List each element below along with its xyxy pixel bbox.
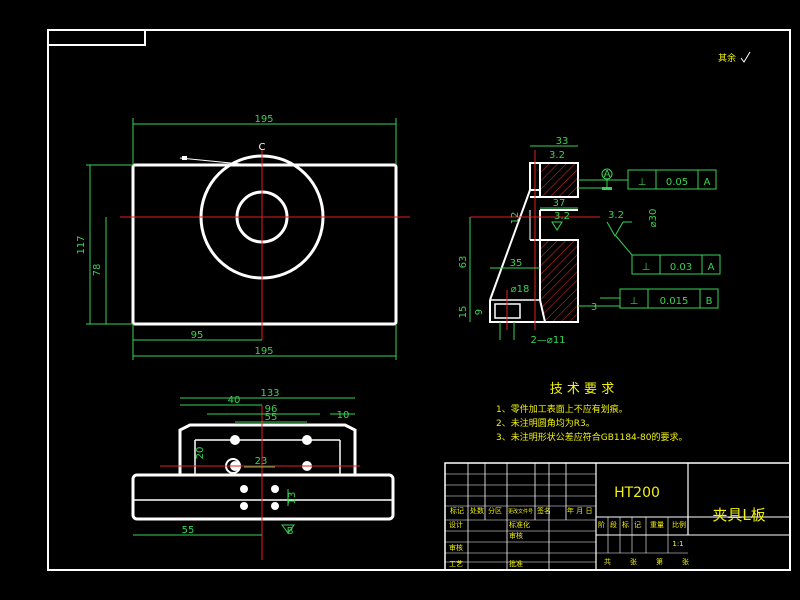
- svg-text:更改文件号: 更改文件号: [508, 508, 533, 515]
- part-name: 夹具L板: [712, 506, 765, 524]
- tolerance-frame-2: ⊥ 0.03 A: [615, 235, 721, 275]
- tech-req-item: 1、零件加工表面上不应有划痕。: [496, 403, 628, 415]
- dim-phi18: ⌀18: [511, 284, 530, 295]
- perpendicularity-icon: ⊥: [638, 177, 647, 188]
- svg-text:标: 标: [622, 520, 629, 529]
- technical-requirements: 技 术 要 求 1、零件加工表面上不应有划痕。 2、未注明圆角均为R3。 3、未…: [496, 382, 687, 443]
- svg-text:0.015: 0.015: [660, 296, 689, 307]
- rough-3-2-c: 3.2: [608, 210, 624, 221]
- drawing-border: [47, 29, 791, 571]
- front-view: C 195 95 195 117 78: [76, 114, 410, 360]
- svg-text:B: B: [706, 296, 713, 307]
- svg-text:审核: 审核: [509, 531, 523, 540]
- svg-text:阶: 阶: [598, 520, 605, 529]
- roughness-symbol-icon: [740, 51, 751, 63]
- svg-text:重量: 重量: [650, 521, 664, 529]
- dim-195-top: 195: [254, 114, 273, 125]
- svg-text:0.03: 0.03: [670, 262, 692, 273]
- svg-text:审核: 审核: [449, 543, 463, 552]
- dim-3: 3: [591, 302, 597, 313]
- svg-text:张: 张: [682, 557, 689, 566]
- dim-2-phi11: 2—⌀11: [530, 335, 565, 346]
- svg-text:批准: 批准: [509, 559, 523, 568]
- dim-15: 15: [458, 306, 469, 319]
- tolerance-frame-3: ⊥ 0.015 B: [600, 288, 719, 309]
- rough-3-2-a: 3.2: [549, 150, 565, 161]
- svg-text:第: 第: [656, 557, 663, 566]
- svg-text:处数: 处数: [470, 506, 484, 515]
- tech-req-item: 3、未注明形状公差应符合GB1184-80的要求。: [496, 431, 687, 443]
- dim-40: 40: [228, 395, 241, 406]
- scale-value: 1:1: [672, 540, 683, 548]
- dim-12: 12: [510, 212, 521, 225]
- svg-text:比例: 比例: [672, 520, 686, 529]
- roughness-note: 其余: [718, 52, 736, 64]
- dim-117: 117: [76, 235, 87, 254]
- svg-text:标记: 标记: [450, 506, 464, 515]
- svg-text:标准化: 标准化: [509, 520, 530, 529]
- svg-text:设计: 设计: [449, 520, 463, 529]
- dim-9: 9: [474, 309, 485, 315]
- dim-10: 10: [337, 410, 350, 421]
- dim-55-top: 55: [265, 412, 278, 423]
- material-label: HT200: [614, 485, 660, 501]
- svg-text:张: 张: [630, 557, 637, 566]
- dim-95: 95: [191, 330, 204, 341]
- dim-phi30: ⌀30: [648, 209, 659, 228]
- svg-text:共: 共: [604, 557, 611, 566]
- svg-text:年 月 日: 年 月 日: [567, 506, 592, 515]
- svg-text:记: 记: [634, 521, 641, 529]
- dim-55-bottom: 55: [182, 525, 195, 536]
- dim-35: 35: [510, 258, 523, 269]
- section-label: C: [259, 142, 266, 153]
- tech-req-item: 2、未注明圆角均为R3。: [496, 417, 595, 429]
- svg-text:分区: 分区: [488, 506, 502, 515]
- dim-96: 96: [265, 404, 278, 415]
- datum-a-label: A: [604, 169, 611, 180]
- perpendicularity-icon: ⊥: [630, 296, 639, 307]
- svg-text:0.05: 0.05: [666, 177, 688, 188]
- tech-req-title: 技 术 要 求: [550, 382, 614, 397]
- side-view: 33 3.2 37 3.2 12 63 35 ⌀18 15 9 2—⌀11 3 …: [458, 136, 659, 346]
- svg-text:签名: 签名: [537, 506, 551, 515]
- datum-b-label: B: [287, 526, 294, 537]
- dim-23: 23: [255, 456, 268, 467]
- dim-20: 20: [195, 447, 206, 460]
- svg-text:A: A: [708, 262, 715, 273]
- dim-63: 63: [458, 256, 469, 269]
- dim-133: 133: [260, 388, 279, 399]
- svg-text:段: 段: [610, 520, 617, 529]
- svg-text:A: A: [704, 177, 711, 188]
- svg-text:工艺: 工艺: [449, 560, 463, 568]
- dim-195-bottom: 195: [254, 346, 273, 357]
- dim-78: 78: [92, 264, 103, 277]
- rough-3-2-b: 3.2: [554, 211, 570, 222]
- dim-13: 13: [287, 492, 298, 505]
- title-block: HT200 夹具L板 1:1 标记 处数 分区 更改文件号 签名 年 月 日 设…: [444, 462, 791, 571]
- top-view: 133 40 96 55 10 20 23 13 55 B: [131, 388, 395, 560]
- tolerance-frame-1: ⊥ 0.05 A: [578, 169, 717, 190]
- dim-33: 33: [556, 136, 569, 147]
- dim-37: 37: [553, 198, 566, 209]
- perpendicularity-icon: ⊥: [642, 262, 651, 273]
